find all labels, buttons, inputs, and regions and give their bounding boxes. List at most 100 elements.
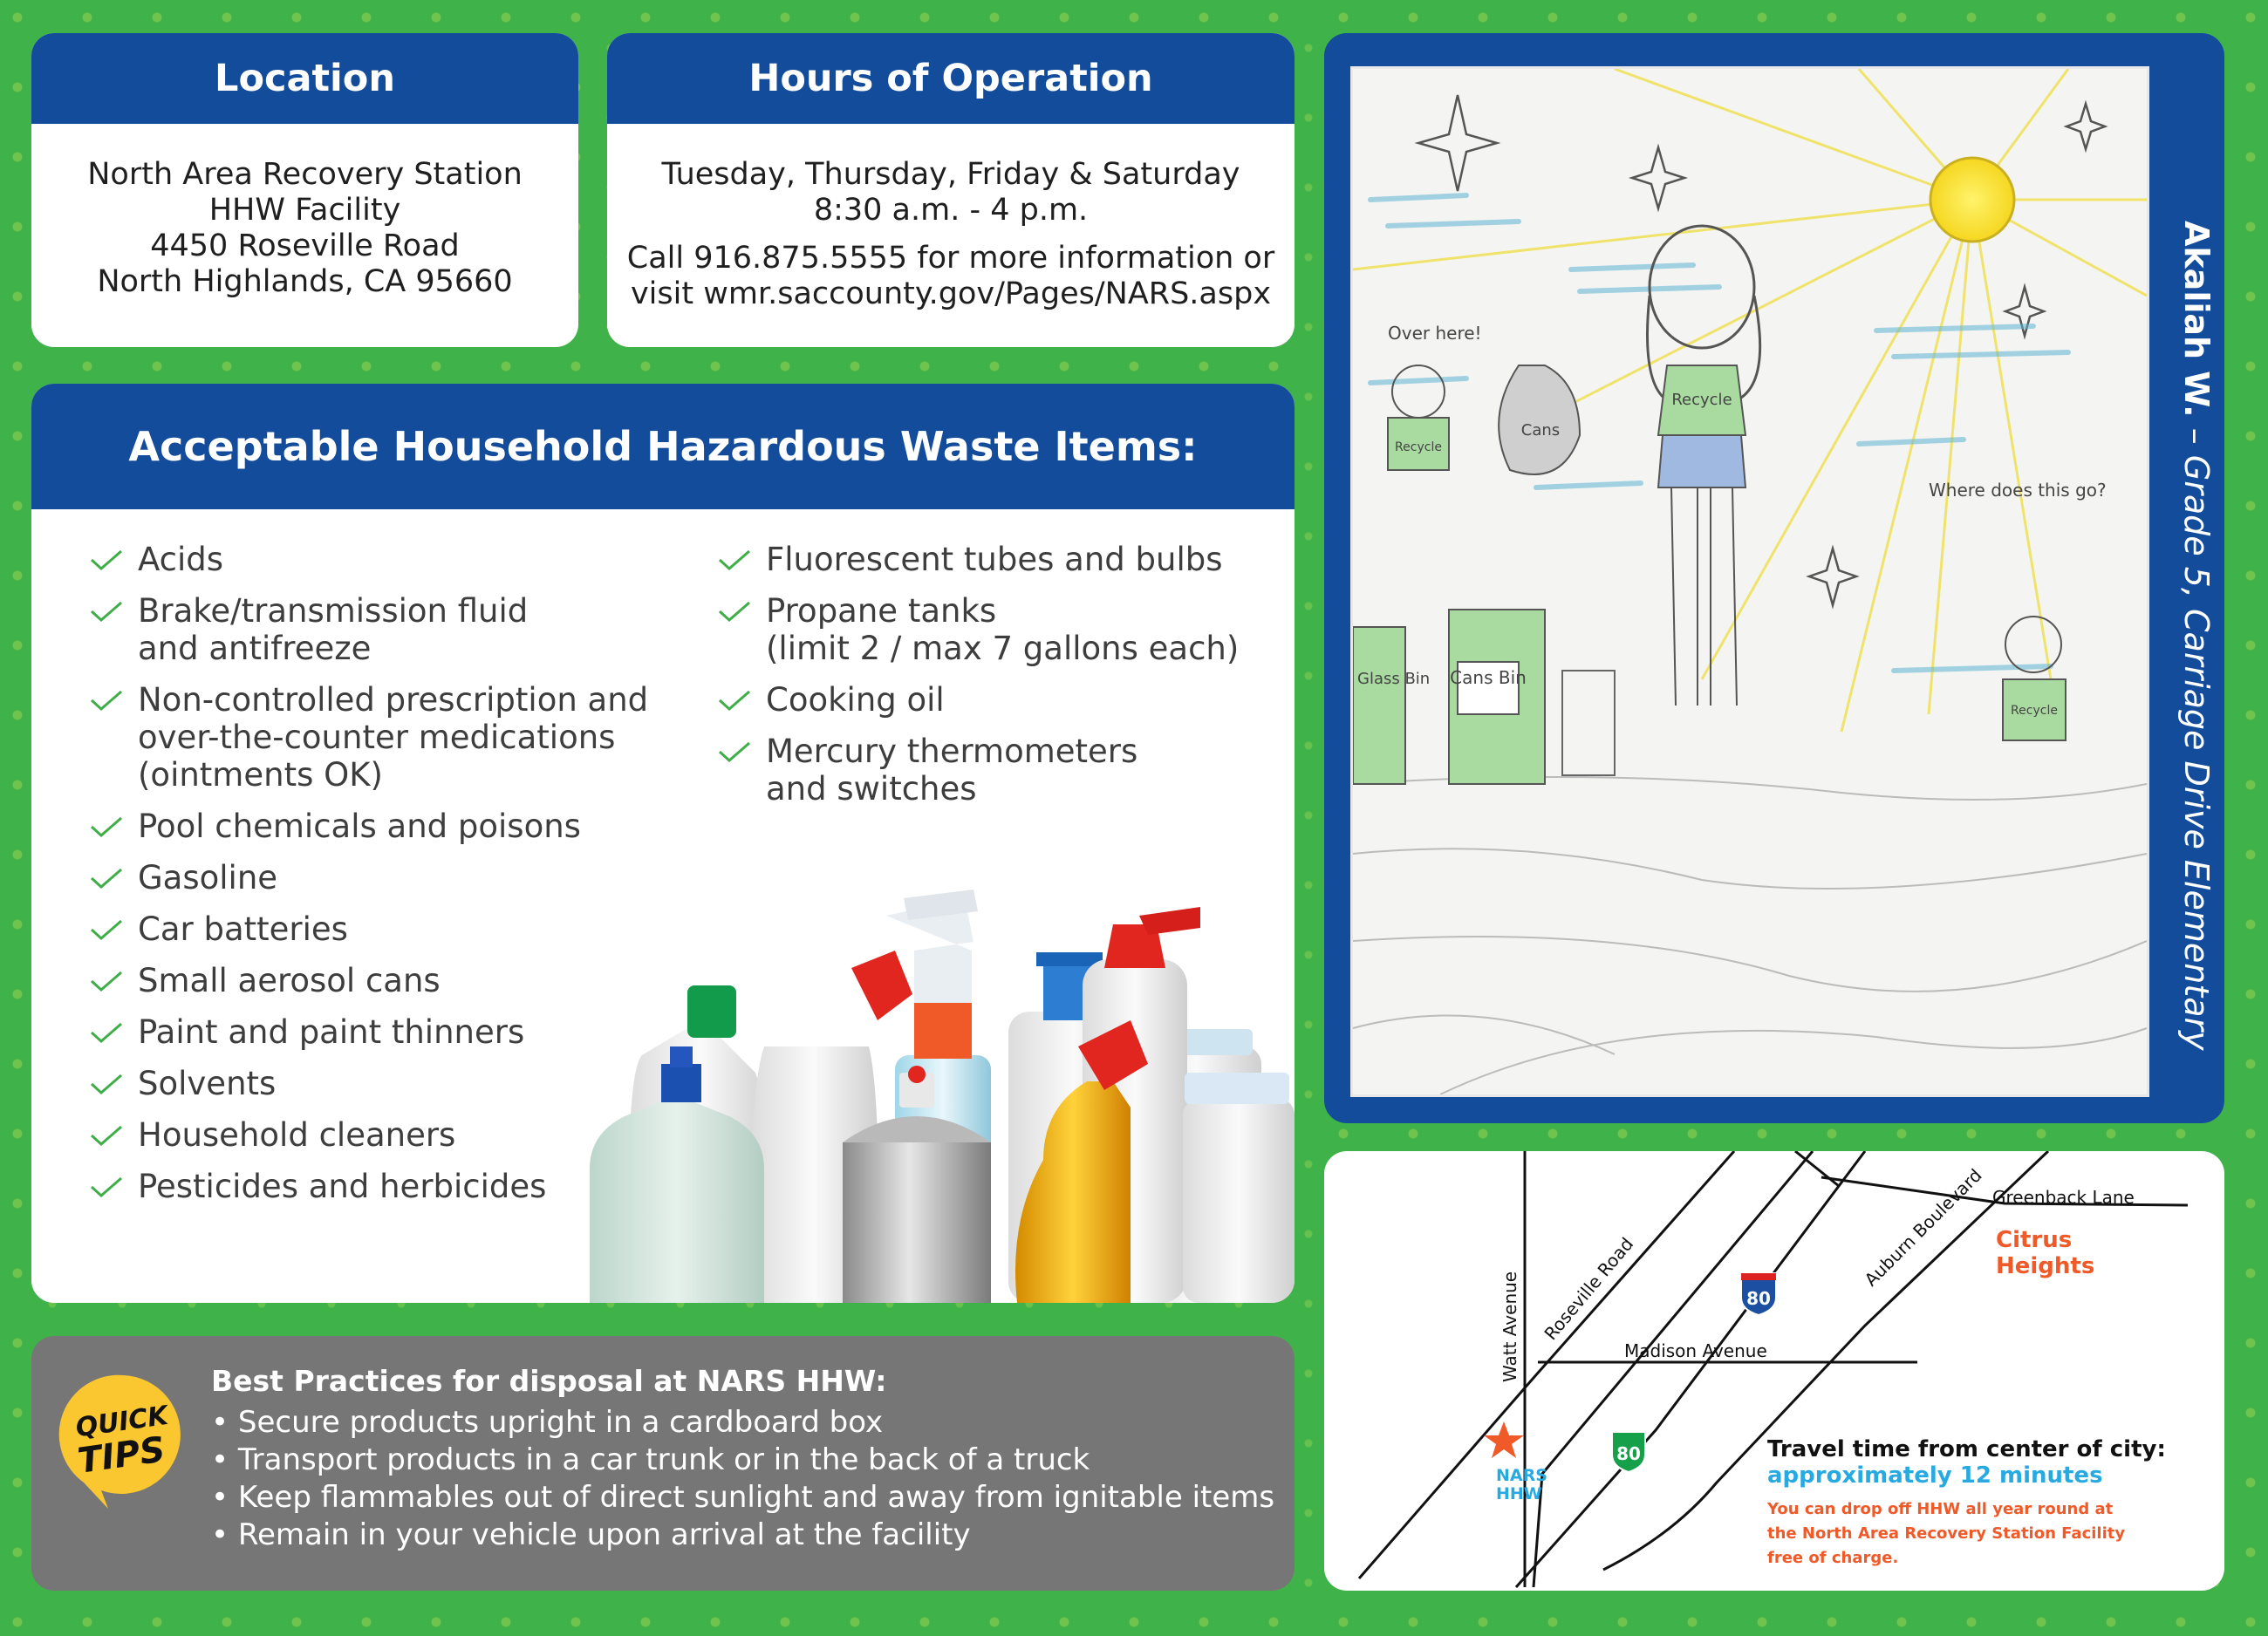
accepted-item: Car batteries bbox=[89, 910, 682, 948]
accepted-item: Paint and paint thinners bbox=[89, 1013, 682, 1051]
cleaning-bottles-image bbox=[590, 890, 1295, 1303]
hours-days: Tuesday, Thursday, Friday & Saturday bbox=[661, 157, 1240, 192]
address-line: North Area Recovery Station bbox=[87, 157, 523, 192]
checkmark-icon bbox=[90, 919, 122, 940]
accepted-item: Household cleaners bbox=[89, 1116, 682, 1154]
student-drawing: Cans Bin Glass Bin Recycle Cans Recycle … bbox=[1350, 66, 2149, 1097]
accepted-item-label: Cooking oil bbox=[766, 681, 945, 719]
accepted-item-label: Pool chemicals and poisons bbox=[138, 808, 581, 845]
dropoff-note-2: the North Area Recovery Station Facility bbox=[1767, 1524, 2125, 1543]
hours-contact-phone: Call 916.875.5555 for more information o… bbox=[626, 241, 1275, 276]
checkmark-icon bbox=[90, 1176, 122, 1197]
drawing-kid2-shirt-text: Recycle bbox=[2011, 704, 2058, 718]
business-80-shield: 80 bbox=[1611, 1431, 1646, 1474]
hazardous-waste-card: Acceptable Household Hazardous Waste Ite… bbox=[31, 384, 1295, 1303]
hazardous-title: Acceptable Household Hazardous Waste Ite… bbox=[31, 384, 1295, 509]
map-label-greenback: Greenback Lane bbox=[1992, 1187, 2135, 1208]
accepted-item: Pool chemicals and poisons bbox=[89, 808, 682, 845]
accepted-item: Fluorescent tubes and bulbs bbox=[717, 541, 1293, 578]
interstate-80-shield: 80 bbox=[1740, 1272, 1777, 1317]
checkmark-icon bbox=[718, 549, 750, 570]
tip-item: Secure products upright in a cardboard b… bbox=[211, 1404, 1274, 1442]
map-area-citrus: Citrus bbox=[1996, 1227, 2072, 1253]
accepted-item: Gasoline bbox=[89, 859, 682, 896]
artwork-caption: Akaliah W. – Grade 5, Carriage Drive Ele… bbox=[2162, 221, 2223, 1051]
drawing-glass-bin-label: Glass Bin bbox=[1357, 670, 1430, 688]
dropoff-note-1: You can drop off HHW all year round at bbox=[1766, 1500, 2114, 1518]
accepted-item: Solvents bbox=[89, 1065, 682, 1102]
accepted-item-label: Acids bbox=[138, 541, 224, 578]
quick-tips-badge-icon: QUICK TIPS bbox=[58, 1374, 181, 1509]
caption-dash: – bbox=[2177, 427, 2216, 455]
accepted-item-label: Small aerosol cans bbox=[138, 962, 441, 999]
drawing-speech-left: Over here! bbox=[1388, 323, 1482, 344]
hours-card: Hours of Operation Tuesday, Thursday, Fr… bbox=[607, 33, 1295, 347]
tip-item: Remain in your vehicle upon arrival at t… bbox=[211, 1517, 1274, 1554]
accepted-item-label: Mercury thermometers and switches bbox=[766, 733, 1138, 808]
map-card: 80 80 Watt Avenue Roseville Road Madison… bbox=[1324, 1151, 2224, 1591]
location-title: Location bbox=[31, 33, 578, 124]
checkmark-icon bbox=[718, 601, 750, 622]
checkmark-icon bbox=[90, 601, 122, 622]
address-line: HHW Facility bbox=[208, 193, 401, 228]
drawing-bag-text: Cans bbox=[1521, 421, 1560, 440]
hours-title: Hours of Operation bbox=[607, 33, 1295, 124]
business-shield-number: 80 bbox=[1616, 1443, 1641, 1464]
hours-body: Tuesday, Thursday, Friday & Saturday 8:3… bbox=[607, 124, 1295, 312]
travel-time-value: approximately 12 minutes bbox=[1767, 1462, 2103, 1489]
accepted-item: Brake/transmission fluid and antifreeze bbox=[89, 592, 682, 667]
artist-name: Akaliah W. bbox=[2177, 221, 2216, 418]
travel-time-title: Travel time from center of city: bbox=[1767, 1436, 2166, 1462]
dropoff-note-3: free of charge. bbox=[1767, 1549, 1898, 1567]
tip-item: Transport products in a car trunk or in … bbox=[211, 1442, 1274, 1479]
accepted-item: Mercury thermometers and switches bbox=[717, 733, 1293, 808]
checkmark-icon bbox=[90, 1125, 122, 1146]
map-label-watt: Watt Avenue bbox=[1499, 1271, 1520, 1382]
checkmark-icon bbox=[718, 690, 750, 711]
accepted-item-label: Non-controlled prescription and over-the… bbox=[138, 681, 649, 794]
hours-contact-web: visit wmr.saccounty.gov/Pages/NARS.aspx bbox=[630, 276, 1272, 311]
accepted-item: Non-controlled prescription and over-the… bbox=[89, 681, 682, 794]
map-road-greenback bbox=[1821, 1176, 2189, 1207]
accepted-item-label: Car batteries bbox=[138, 910, 348, 948]
checkmark-icon bbox=[90, 1074, 122, 1094]
map-facility-label-2: HHW bbox=[1496, 1484, 1542, 1503]
checkmark-icon bbox=[90, 1022, 122, 1043]
map-label-roseville: Roseville Road bbox=[1540, 1233, 1637, 1344]
accepted-item-label: Brake/transmission fluid and antifreeze bbox=[138, 592, 529, 667]
checkmark-icon bbox=[718, 741, 750, 762]
address-line: North Highlands, CA 95660 bbox=[97, 264, 513, 299]
artist-details: Grade 5, Carriage Drive Elementary bbox=[2177, 454, 2216, 1051]
map-area-heights: Heights bbox=[1996, 1253, 2094, 1279]
location-map: 80 80 Watt Avenue Roseville Road Madison… bbox=[1357, 1151, 2189, 1588]
checkmark-icon bbox=[90, 690, 122, 711]
accepted-item-label: Solvents bbox=[138, 1065, 277, 1102]
accepted-item: Pesticides and herbicides bbox=[89, 1168, 682, 1205]
accepted-item-label: Paint and paint thinners bbox=[138, 1013, 525, 1051]
tips-title: Best Practices for disposal at NARS HHW: bbox=[211, 1364, 887, 1398]
student-artwork-panel: Cans Bin Glass Bin Recycle Cans Recycle … bbox=[1324, 33, 2224, 1123]
map-road-i80-south bbox=[1514, 1151, 1867, 1588]
accepted-item: Propane tanks (limit 2 / max 7 gallons e… bbox=[717, 592, 1293, 667]
checkmark-icon bbox=[90, 816, 122, 837]
hours-time: 8:30 a.m. - 4 p.m. bbox=[813, 193, 1089, 228]
location-address: North Area Recovery Station HHW Facility… bbox=[31, 124, 578, 300]
location-card: Location North Area Recovery Station HHW… bbox=[31, 33, 578, 347]
accepted-item: Acids bbox=[89, 541, 682, 578]
quick-tips-panel: QUICK TIPS Best Practices for disposal a… bbox=[31, 1336, 1295, 1591]
accepted-item: Small aerosol cans bbox=[89, 962, 682, 999]
drawing-shirt-text: Recycle bbox=[1671, 391, 1732, 409]
tip-item: Keep flammables out of direct sunlight a… bbox=[211, 1479, 1274, 1517]
accepted-item-label: Propane tanks (limit 2 / max 7 gallons e… bbox=[766, 592, 1240, 667]
accepted-item-label: Pesticides and herbicides bbox=[138, 1168, 547, 1205]
tips-list: Secure products upright in a cardboard b… bbox=[211, 1404, 1274, 1554]
accepted-item-label: Gasoline bbox=[138, 859, 278, 896]
map-road-auburn bbox=[1602, 1151, 2050, 1571]
map-road-roseville bbox=[1357, 1151, 1736, 1579]
facility-star-icon bbox=[1484, 1421, 1524, 1458]
accepted-item-label: Fluorescent tubes and bulbs bbox=[766, 541, 1223, 578]
checkmark-icon bbox=[90, 549, 122, 570]
drawing-speech-right: Where does this go? bbox=[1929, 480, 2107, 501]
